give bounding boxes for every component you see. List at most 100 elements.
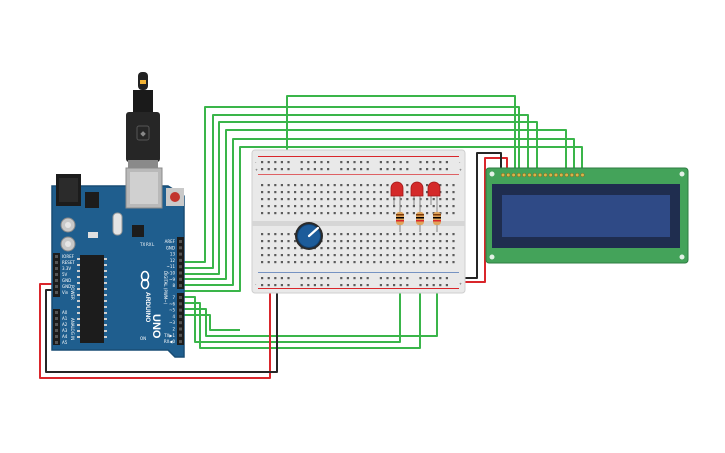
breadboard-hole[interactable] (452, 198, 455, 201)
breadboard-hole[interactable] (346, 205, 349, 208)
breadboard-hole[interactable] (406, 254, 409, 257)
breadboard-hole[interactable] (393, 240, 396, 243)
breadboard-hole[interactable] (333, 247, 336, 250)
breadboard-hole[interactable] (379, 277, 382, 280)
breadboard-hole[interactable] (327, 205, 330, 208)
breadboard-hole[interactable] (406, 233, 409, 236)
breadboard-hole[interactable] (353, 284, 356, 287)
analog-pin[interactable] (55, 323, 58, 326)
breadboard-hole[interactable] (452, 184, 455, 187)
breadboard-hole[interactable] (340, 168, 343, 171)
potentiometer[interactable] (295, 222, 323, 250)
breadboard-hole[interactable] (386, 284, 389, 287)
breadboard-hole[interactable] (386, 212, 389, 215)
power-pin[interactable] (55, 267, 58, 270)
breadboard-hole[interactable] (307, 198, 310, 201)
breadboard-hole[interactable] (366, 205, 369, 208)
breadboard-hole[interactable] (432, 240, 435, 243)
breadboard-hole[interactable] (261, 184, 264, 187)
breadboard-hole[interactable] (327, 240, 330, 243)
breadboard-hole[interactable] (346, 161, 349, 164)
breadboard-hole[interactable] (346, 254, 349, 257)
resistor-1[interactable] (396, 205, 404, 232)
breadboard-hole[interactable] (280, 261, 283, 264)
breadboard-hole[interactable] (445, 240, 448, 243)
breadboard-hole[interactable] (353, 261, 356, 264)
breadboard-hole[interactable] (373, 233, 376, 236)
breadboard-hole[interactable] (261, 233, 264, 236)
breadboard-hole[interactable] (439, 277, 442, 280)
breadboard-hole[interactable] (406, 191, 409, 194)
breadboard-hole[interactable] (379, 233, 382, 236)
wire-green-lcd-1[interactable] (184, 106, 520, 263)
breadboard-hole[interactable] (307, 161, 310, 164)
breadboard-hole[interactable] (360, 191, 363, 194)
breadboard-hole[interactable] (393, 212, 396, 215)
breadboard-hole[interactable] (287, 198, 290, 201)
breadboard-hole[interactable] (340, 205, 343, 208)
breadboard-hole[interactable] (452, 191, 455, 194)
breadboard-hole[interactable] (261, 205, 264, 208)
breadboard-hole[interactable] (267, 191, 270, 194)
breadboard-hole[interactable] (432, 168, 435, 171)
breadboard-hole[interactable] (360, 184, 363, 187)
breadboard-hole[interactable] (432, 198, 435, 201)
breadboard-hole[interactable] (406, 284, 409, 287)
digital-pin[interactable] (179, 333, 182, 337)
breadboard-hole[interactable] (393, 168, 396, 171)
breadboard-hole[interactable] (300, 284, 303, 287)
breadboard-hole[interactable] (274, 191, 277, 194)
breadboard-hole[interactable] (300, 254, 303, 257)
breadboard-hole[interactable] (399, 168, 402, 171)
lcd-pin[interactable] (575, 172, 580, 178)
breadboard-hole[interactable] (294, 254, 297, 257)
breadboard-hole[interactable] (294, 261, 297, 264)
breadboard-hole[interactable] (406, 261, 409, 264)
wire-black-lcd-gnd[interactable] (458, 152, 502, 279)
breadboard-hole[interactable] (399, 205, 402, 208)
breadboard-hole[interactable] (320, 198, 323, 201)
breadboard-hole[interactable] (333, 240, 336, 243)
breadboard-hole[interactable] (333, 261, 336, 264)
breadboard-hole[interactable] (320, 184, 323, 187)
breadboard-hole[interactable] (300, 247, 303, 250)
breadboard-hole[interactable] (327, 247, 330, 250)
breadboard-hole[interactable] (406, 184, 409, 187)
breadboard-hole[interactable] (445, 168, 448, 171)
breadboard-hole[interactable] (300, 198, 303, 201)
breadboard-hole[interactable] (373, 254, 376, 257)
breadboard-hole[interactable] (426, 284, 429, 287)
breadboard-hole[interactable] (366, 212, 369, 215)
breadboard-hole[interactable] (445, 233, 448, 236)
lcd-pin[interactable] (564, 172, 569, 178)
digital-pin[interactable] (179, 271, 182, 275)
breadboard-hole[interactable] (274, 233, 277, 236)
breadboard-hole[interactable] (419, 233, 422, 236)
breadboard-hole[interactable] (360, 233, 363, 236)
breadboard-hole[interactable] (274, 254, 277, 257)
breadboard-hole[interactable] (340, 240, 343, 243)
arduino-uno[interactable]: ⬥ (51, 72, 185, 358)
breadboard-hole[interactable] (393, 233, 396, 236)
breadboard-hole[interactable] (280, 191, 283, 194)
wire-red-lcd-vcc[interactable] (463, 157, 508, 283)
breadboard-hole[interactable] (360, 284, 363, 287)
breadboard-hole[interactable] (386, 205, 389, 208)
breadboard-hole[interactable] (419, 168, 422, 171)
breadboard-hole[interactable] (419, 277, 422, 280)
breadboard-hole[interactable] (274, 212, 277, 215)
breadboard-hole[interactable] (366, 233, 369, 236)
analog-pin[interactable] (55, 311, 58, 314)
breadboard-hole[interactable] (320, 247, 323, 250)
breadboard-hole[interactable] (445, 198, 448, 201)
breadboard-hole[interactable] (320, 284, 323, 287)
breadboard-hole[interactable] (412, 205, 415, 208)
breadboard-hole[interactable] (379, 247, 382, 250)
breadboard-hole[interactable] (327, 161, 330, 164)
breadboard-hole[interactable] (261, 277, 264, 280)
breadboard-hole[interactable] (333, 212, 336, 215)
power-pin[interactable] (55, 285, 58, 288)
breadboard-hole[interactable] (267, 168, 270, 171)
breadboard-hole[interactable] (274, 168, 277, 171)
breadboard-hole[interactable] (320, 261, 323, 264)
